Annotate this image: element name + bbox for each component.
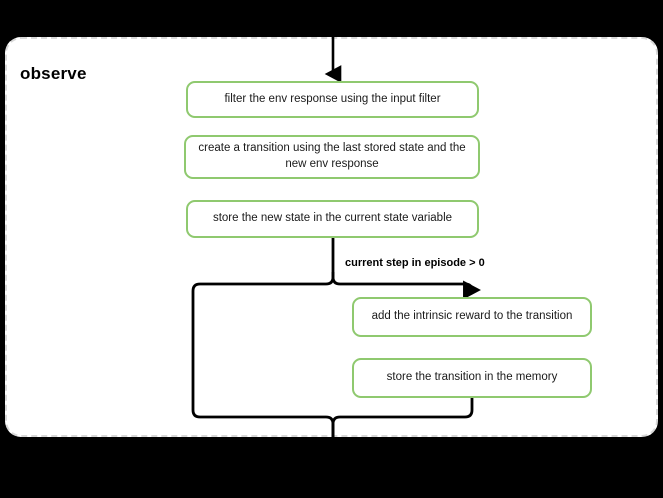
edge-split-to-add-intrinsic-reward [331,272,481,300]
node-filter-env-response[interactable]: filter the env response using the input … [186,81,479,118]
edge-store-transition-to-merge [331,398,474,438]
node-store-new-state[interactable]: store the new state in the current state… [186,200,479,238]
observe-group-title: observe [20,64,87,83]
node-create-transition[interactable]: create a transition using the last store… [184,135,480,179]
edge-bypass-branch [191,272,335,438]
edge-label-current-step-condition: current step in episode > 0 [345,257,485,269]
node-store-transition[interactable]: store the transition in the memory [352,358,592,398]
node-add-intrinsic-reward[interactable]: add the intrinsic reward to the transiti… [352,297,592,337]
